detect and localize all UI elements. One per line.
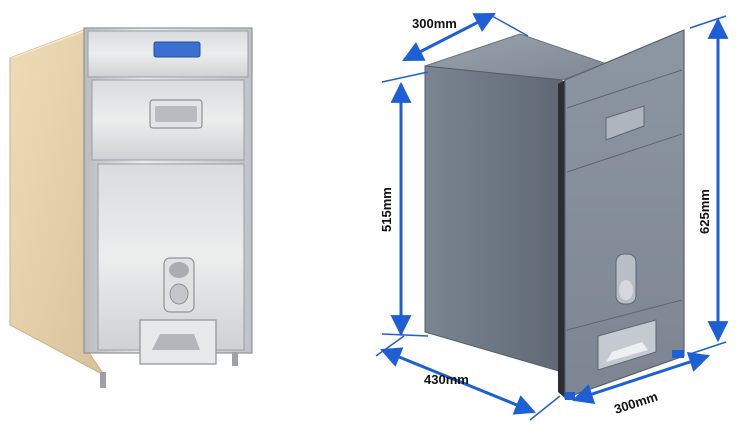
upper-drawer-handle-recess [155,106,197,122]
right-unit-diagram [424,29,685,400]
front-panel-edge [558,80,565,398]
dim-ext-depth-bottom-right [529,395,561,421]
label-width-bottom: 300mm [612,389,659,417]
bottom-tray-opening [152,334,200,350]
foot-right [232,352,238,366]
front-panel-line-3 [566,299,683,331]
label-height-body: 515mm [379,187,394,232]
outlet-slot-bottom [169,283,189,305]
box-side [424,65,563,373]
dim-line-depth-bottom [380,347,536,415]
label-depth-bottom: 430mm [424,372,469,387]
front-panel-line-2 [566,133,683,173]
blue-label-window [153,41,201,58]
foot-left [100,372,106,388]
dim-line-depth-top [402,12,496,62]
dim-ext-depth-bottom-left [375,335,405,357]
diagram-foot-left [565,392,575,400]
lower-door [97,163,245,351]
diagram-drawer-handle [605,105,645,141]
dim-ext-front-bottom [689,341,727,355]
diagram-outlet-knob [619,280,633,300]
label-height-front: 625mm [697,189,712,234]
dim-ext-depth-top [491,15,529,37]
dim-ext-front-top [689,15,727,29]
front-panel-line-1 [566,69,683,109]
dim-ext-height-bottom [381,333,429,337]
cabinet-top-wood [10,30,90,58]
left-unit-render [9,27,253,388]
outlet-slot-top [169,262,189,278]
label-depth-top: 300mm [412,16,457,31]
diagram-foot-right [672,350,684,358]
dim-line-width-bottom [572,351,710,405]
dim-ext-height-top [381,71,429,83]
dimension-lines [375,12,729,421]
